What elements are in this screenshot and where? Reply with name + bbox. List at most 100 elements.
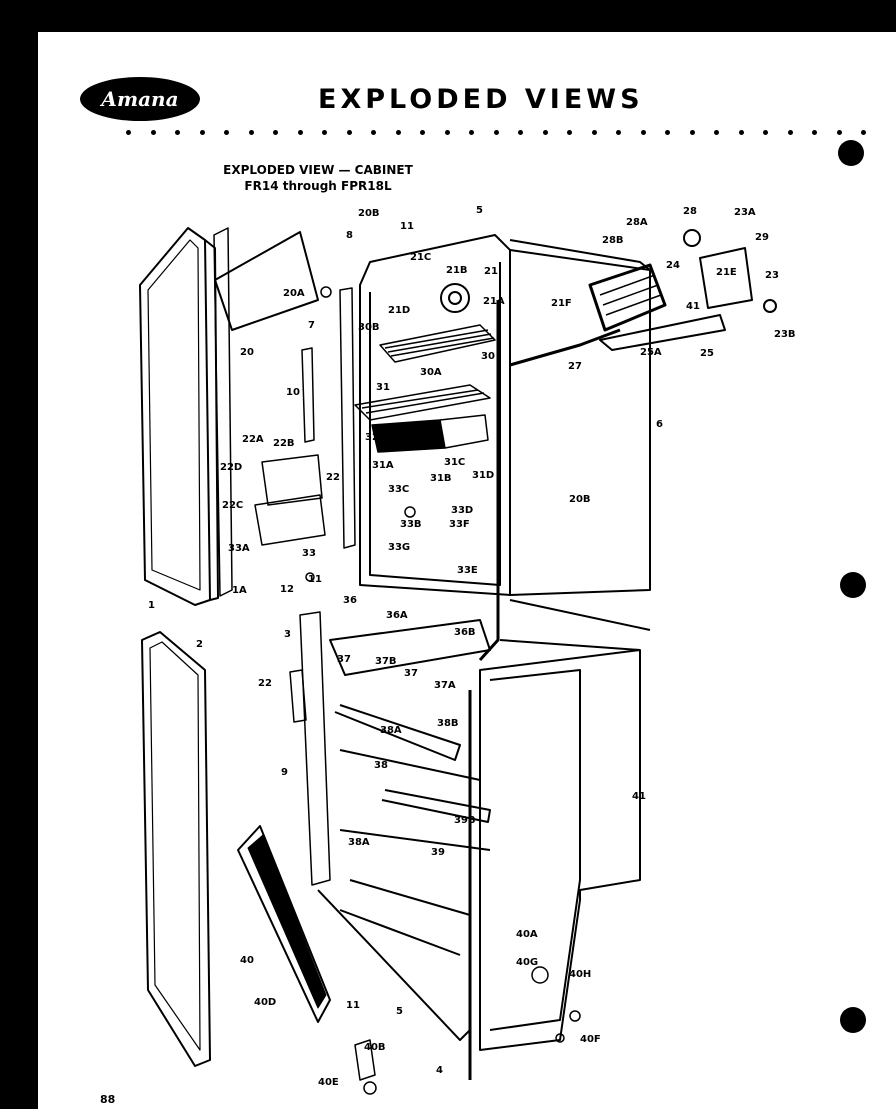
divider-dot [616, 130, 621, 135]
part-label: 11 [308, 574, 322, 585]
part-label: 21B [446, 265, 468, 276]
divider-dot [199, 130, 205, 135]
divider-dot [420, 130, 425, 135]
freezer-shelves [354, 324, 496, 453]
divider-dot [836, 130, 842, 135]
part-label: 20 [240, 347, 254, 358]
page-number: 88 [100, 1093, 116, 1106]
divider-dot [787, 130, 793, 135]
part-label: 21D [388, 305, 410, 316]
divider-dot [714, 130, 719, 135]
part-label: 38A [348, 837, 370, 848]
part-label: 41 [686, 301, 700, 312]
page-title: EXPLODED VIEWS [318, 84, 644, 115]
part-label: 21C [410, 252, 431, 263]
divider-dot [689, 130, 695, 135]
part-label: 30B [358, 322, 380, 333]
part-label: 41 [632, 791, 646, 802]
part-label: 22A [242, 434, 264, 445]
divider-dot [322, 130, 327, 135]
part-label: 21A [483, 296, 505, 307]
part-label: 23A [734, 207, 756, 218]
divider-dot [812, 130, 817, 135]
part-label: 39B [454, 815, 476, 826]
part-label: 11 [346, 1000, 360, 1011]
part-label: 33A [228, 543, 250, 554]
crisper-rails [317, 619, 491, 1041]
part-label: 33B [400, 519, 422, 530]
part-label: 28B [602, 235, 624, 246]
part-label: 12 [280, 584, 294, 595]
toe-grille [237, 825, 331, 1023]
part-label: 31B [430, 473, 452, 484]
divider-dot [567, 130, 572, 135]
part-label: 31D [472, 470, 494, 481]
hardware-fasteners [254, 286, 581, 1095]
part-label: 20B [358, 208, 380, 219]
divider-dot [248, 130, 254, 135]
fresh-food-door [141, 631, 211, 1067]
part-label: 37 [404, 668, 418, 679]
part-label: 24 [666, 260, 680, 271]
part-label: 8 [346, 230, 353, 241]
part-label: 2 [196, 639, 203, 650]
part-label: 20B [569, 494, 591, 505]
divider-dot [469, 130, 474, 135]
part-label: 22 [326, 472, 340, 483]
part-label: 28A [626, 217, 648, 228]
brand-logo-text: Amana [101, 87, 179, 111]
part-label: 30 [481, 351, 495, 362]
part-label: 40E [318, 1077, 339, 1088]
part-label: 38B [437, 718, 459, 729]
door-gasket-strips [213, 227, 356, 886]
divider-dot [273, 130, 278, 135]
part-label: 11 [400, 221, 414, 232]
part-label: 33 [302, 548, 316, 559]
cooling-unit-assembly [440, 229, 777, 351]
divider-dot [763, 130, 768, 135]
part-label: 28 [683, 206, 697, 217]
part-label: 31C [444, 457, 465, 468]
part-label: 21 [484, 266, 498, 277]
divider-dot [665, 130, 670, 135]
part-label: 36B [454, 627, 476, 638]
part-label: 7 [308, 320, 315, 331]
part-label: 38A [380, 725, 402, 736]
part-label: 40G [516, 957, 538, 968]
divider-dot [395, 130, 401, 135]
divider-dot [126, 130, 131, 135]
part-label: 6 [656, 419, 663, 430]
part-label: 31 [376, 382, 390, 393]
part-label: 23B [774, 329, 796, 340]
cover-panel [214, 231, 319, 331]
part-label: 21E [716, 267, 737, 278]
diagram-model-range: FR14 through FPR18L [244, 179, 392, 193]
part-label: 22 [258, 678, 272, 689]
divider-dot [224, 130, 229, 135]
part-label: 36A [386, 610, 408, 621]
divider-dot [346, 130, 352, 135]
part-label: 40D [254, 997, 276, 1008]
binder-hole-bottom [840, 1007, 866, 1033]
divider-dot [444, 130, 450, 135]
part-label: 40F [580, 1034, 601, 1045]
divider-dot [150, 130, 156, 135]
part-label: 3 [284, 629, 291, 640]
part-label: 37B [375, 656, 397, 667]
part-label: 36 [343, 595, 357, 606]
part-label: 29 [755, 232, 769, 243]
part-label: 1A [232, 585, 247, 596]
part-label: 25A [640, 347, 662, 358]
part-label: 9 [281, 767, 288, 778]
divider-dot [591, 130, 597, 135]
part-label: 30A [420, 367, 442, 378]
part-label: 1 [148, 600, 155, 611]
brand-logo: Amana [80, 77, 200, 121]
diagram-title: EXPLODED VIEW — CABINET [223, 163, 413, 177]
divider-dot [861, 130, 866, 135]
part-label: 25 [700, 348, 714, 359]
part-label: 33E [457, 565, 478, 576]
divider-dot [640, 130, 646, 135]
part-label: 37 [337, 654, 351, 665]
part-label: 40 [240, 955, 254, 966]
